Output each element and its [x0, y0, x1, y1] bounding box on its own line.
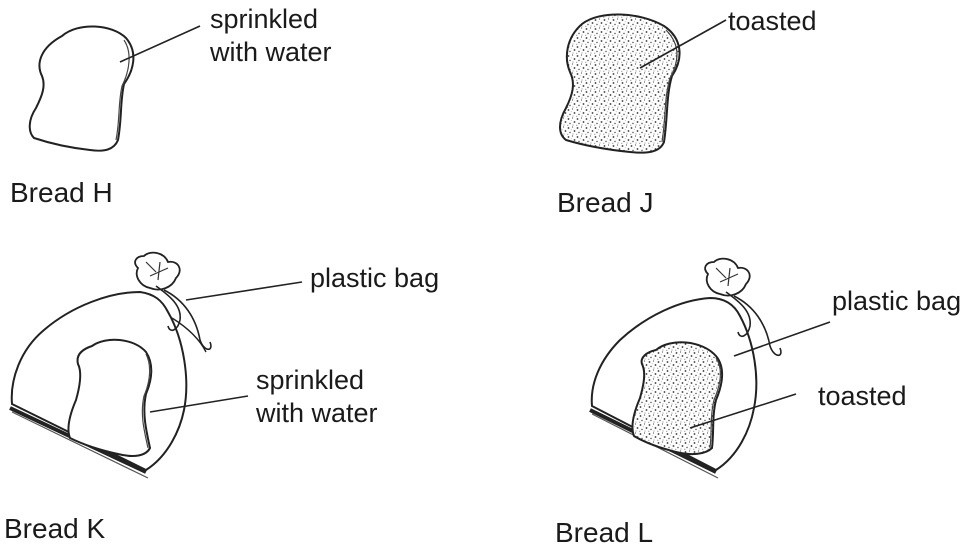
- bread-k-bag-label-line: [186, 282, 302, 300]
- bread-k-water-label-2: with water: [256, 398, 378, 429]
- bread-k-caption: Bread K: [4, 513, 105, 544]
- bread-h-label-1: sprinkled: [210, 4, 318, 35]
- bread-k-bag-label: plastic bag: [310, 263, 439, 294]
- bread-j-label-1: toasted: [728, 6, 817, 37]
- bread-l-toast-label: toasted: [818, 381, 907, 412]
- bread-j-slice: [560, 14, 680, 152]
- bread-l-slice: [632, 342, 722, 454]
- bread-h-caption: Bread H: [10, 177, 113, 208]
- bread-j-caption: Bread J: [557, 187, 654, 218]
- bread-h-slice: [30, 26, 134, 150]
- bread-l-bag-label: plastic bag: [832, 286, 961, 317]
- bread-h-label-line: [120, 26, 200, 62]
- bread-l-caption: Bread L: [555, 517, 653, 548]
- bread-k-slice: [68, 340, 151, 456]
- bread-h-label-2: with water: [210, 37, 332, 68]
- bread-k-water-label-1: sprinkled: [256, 365, 364, 396]
